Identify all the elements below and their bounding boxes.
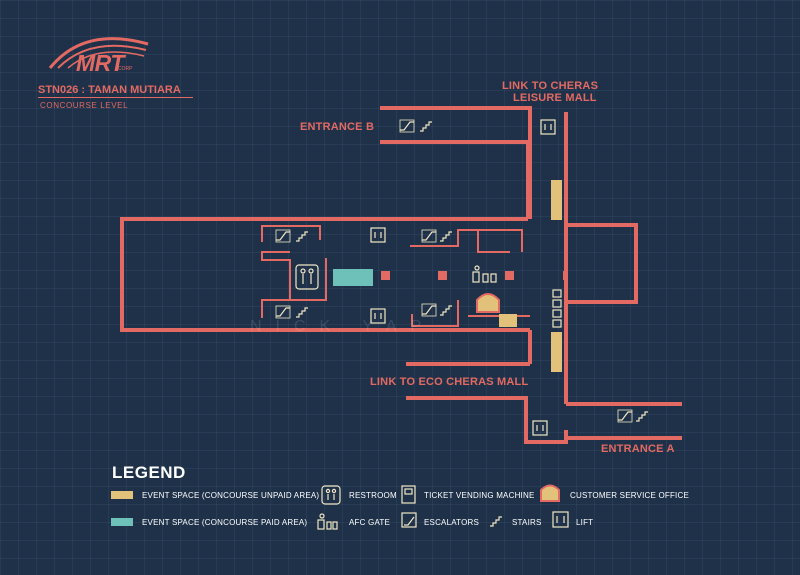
lift-icon <box>540 119 556 135</box>
lift-icon <box>370 308 386 324</box>
escalator-icon <box>401 512 417 528</box>
station-name: STN026 : TAMAN MUTIARA <box>38 84 181 96</box>
escalator-icon <box>275 305 291 319</box>
escalator-icon <box>275 229 291 243</box>
stairs-icon <box>440 231 452 242</box>
legend-label-lift: LIFT <box>576 518 594 527</box>
stairs-icon <box>636 411 648 422</box>
afc-gate-icon <box>472 265 497 283</box>
ticket-machine-icon <box>552 299 562 308</box>
legend-label-afc: AFC GATE <box>349 518 391 527</box>
legend-label-unpaid: EVENT SPACE (CONCOURSE UNPAID AREA) <box>142 491 320 500</box>
wall-esc-room-bl <box>261 299 290 318</box>
event-space-paid <box>333 269 373 286</box>
stairs-icon <box>490 516 502 527</box>
station-underline <box>38 97 193 98</box>
mrt-logo <box>48 37 149 69</box>
lift-icon <box>370 227 386 243</box>
ticket-machine-icon <box>552 309 562 318</box>
stairs-icon <box>296 307 308 318</box>
legend-swatch-paid <box>111 518 133 526</box>
afc-gate-icon <box>317 513 338 530</box>
pillar-3 <box>505 271 514 280</box>
legend-label-paid: EVENT SPACE (CONCOURSE PAID AREA) <box>142 518 308 527</box>
logo-text: MRT <box>76 50 124 76</box>
escalator-icon <box>421 303 437 317</box>
wall-concourse-top <box>120 217 530 332</box>
customer-service-office-icon <box>476 293 500 313</box>
lift-icon <box>532 420 548 436</box>
legend-label-escalators: ESCALATORS <box>424 518 480 527</box>
wall-entrance-b-top <box>380 106 532 112</box>
wall-restroom <box>261 251 327 301</box>
ticket-machine-icon <box>552 289 562 298</box>
escalator-icon <box>421 229 437 243</box>
restroom-icon <box>295 264 319 290</box>
legend-label-tvm: TICKET VENDING MACHINE <box>424 491 535 500</box>
station-level: CONCOURSE LEVEL <box>40 101 129 110</box>
ticket-machine-icon <box>552 319 562 328</box>
pillar-1 <box>381 271 390 280</box>
event-space-unpaid-small <box>499 314 517 327</box>
escalator-icon <box>617 409 633 423</box>
ticket-machine-icon <box>401 485 416 504</box>
wall-esc-room-br <box>411 300 459 327</box>
stairs-icon <box>420 121 432 132</box>
stairs-icon <box>296 231 308 242</box>
label-link-cheras-1: LINK TO CHERAS <box>502 80 599 92</box>
label-entrance-b: ENTRANCE B <box>300 121 375 133</box>
legend-swatch-unpaid <box>111 491 133 499</box>
legend-title: LEGEND <box>112 463 186 482</box>
legend-label-restroom: RESTROOM <box>349 491 397 500</box>
wall-link-bottom <box>540 430 568 444</box>
label-link-cheras-2: LEISURE MALL <box>513 92 597 104</box>
label-entrance-a: ENTRANCE A <box>601 443 675 455</box>
wall-eco-bottom <box>406 396 540 444</box>
restroom-icon <box>321 485 341 505</box>
pillar-2 <box>438 271 447 280</box>
lift-icon <box>552 511 569 528</box>
logo-sub: CORP <box>118 66 133 72</box>
customer-service-office-icon <box>540 484 560 502</box>
escalator-icon <box>399 119 415 133</box>
wall-esc-room-tr2 <box>477 230 510 253</box>
legend-label-cso: CUSTOMER SERVICE OFFICE <box>570 491 689 500</box>
watermark: NICK YAP <box>250 318 436 335</box>
wall-esc-room-tl <box>261 225 321 242</box>
label-link-eco: LINK TO ECO CHERAS MALL <box>370 376 529 388</box>
wall-right-wing <box>566 223 638 304</box>
wall-esc-room-tr <box>410 229 523 252</box>
event-space-unpaid-top <box>551 180 562 220</box>
legend-label-stairs: STAIRS <box>512 518 542 527</box>
pillar-4 <box>563 271 568 280</box>
stairs-icon <box>440 305 452 316</box>
event-space-unpaid-bottom <box>551 332 562 372</box>
